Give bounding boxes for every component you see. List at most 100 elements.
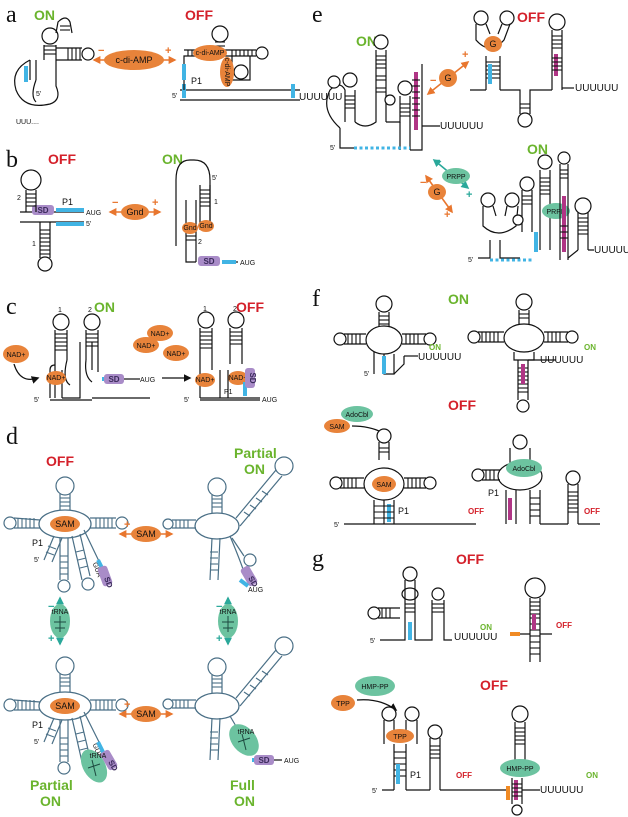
d-tr-aug: AUG — [248, 587, 263, 594]
c-off-aug: AUG — [262, 397, 277, 404]
b-off-sd-box — [32, 205, 54, 215]
e-prpp-ellipse — [442, 168, 470, 184]
b-bound-1: Gnd — [183, 225, 196, 232]
e-g-top-ellipse — [439, 69, 457, 87]
d-state-full-1: Full — [230, 777, 255, 793]
d-bl-trna: tRNA — [90, 753, 107, 760]
e-g-bottom-minus: − — [420, 177, 426, 189]
d-trna-right-minus: − — [216, 601, 222, 613]
panel-label-g: g — [312, 546, 324, 572]
e-g-exchange-top: G − + — [426, 49, 470, 95]
a-state-on: ON — [34, 7, 55, 23]
g-bottom-5prime: 5' — [372, 788, 377, 795]
c-on-stem2: 2 — [88, 307, 92, 314]
g-top-tail: UUUUUU — [454, 632, 497, 643]
d-state-full-2: ON — [234, 793, 255, 809]
g-bound-tpp-ellipse — [386, 729, 414, 743]
c-nad-free: NAD+ — [7, 352, 26, 359]
d-top-sam-ellipse — [131, 526, 161, 542]
d-tl-sd: SD — [102, 576, 114, 590]
a-on-structure: 5' UUU.... — [14, 17, 95, 126]
f-top-right-on-small: ON — [584, 343, 596, 352]
d-bl-gua: GUA — [91, 743, 103, 760]
f-bound-adocbl-ellipse — [506, 459, 542, 477]
d-state-partial-bottom-2: ON — [40, 793, 61, 809]
d-tl-sd-box — [97, 565, 113, 587]
a-off-structure: 5' UUUUUU P1 c-di-AMP c-di-AMP — [172, 25, 342, 103]
panel-label-f: f — [312, 286, 320, 312]
d-trna-left-exchange: tRNA − + — [48, 596, 70, 646]
g-bottom-tail: UUUUUU — [540, 785, 583, 796]
b-on-structure: 5' 1 2 Gnd Gnd SD AUG — [175, 159, 255, 267]
a-off-tail: UUUUUU — [299, 92, 342, 103]
e-off-g-ellipse — [484, 36, 502, 52]
c-nad-free-ellipse — [3, 345, 29, 363]
g-top-off-small: OFF — [556, 621, 572, 630]
g-hmp-free: HMP-PP — [361, 684, 389, 691]
e-g-bottom: G — [433, 187, 440, 197]
a-bound-2: c-di-AMP — [223, 58, 230, 87]
d-tl-sam-ellipse — [50, 516, 80, 532]
panel-label-d: d — [6, 424, 18, 450]
e-state-on-top: ON — [356, 33, 377, 49]
g-top-5prime: 5' — [370, 638, 375, 645]
d-state-partial-bottom-1: Partial — [30, 777, 73, 793]
panel-label-a: a — [6, 2, 17, 28]
d-bottom-sam-ellipse — [131, 706, 161, 722]
e-prpp: PRPP — [446, 174, 465, 181]
c-off-stem1: 1 — [203, 306, 207, 313]
c-on-bound: NAD+ — [47, 375, 66, 382]
c-nad-2-ellipse — [133, 337, 159, 353]
d-trna-right-plus: + — [216, 633, 222, 645]
d-state-off: OFF — [46, 453, 74, 469]
c-off-bound-1: NAD+ — [196, 377, 215, 384]
d-bottom-sam: SAM — [136, 709, 156, 719]
d-tr-sd-box — [240, 565, 258, 587]
b-off-sd: SD — [37, 206, 48, 215]
c-off-sd-box — [245, 368, 255, 388]
b-off-5prime: 5' — [86, 221, 91, 228]
f-top-structure: 5' UUUUUU ON UUUUUU ON — [333, 293, 596, 413]
d-bl-5prime: 5' — [34, 739, 39, 746]
d-state-partial-top-2: ON — [244, 461, 265, 477]
e-state-on-bottom: ON — [527, 141, 548, 157]
c-off-bound-1-ellipse — [195, 373, 215, 387]
panel-c: c ON OFF NAD+ 1 2 NAD+ 5' SD — [3, 294, 277, 404]
g-tpp-free: TPP — [336, 701, 350, 708]
f-sam-free: SAM — [329, 424, 344, 431]
e-g-prpp-exchange: PRPP G − + − + — [420, 155, 472, 221]
d-trna-left-minus: − — [48, 601, 54, 613]
e-bottom-5prime: 5' — [468, 257, 473, 264]
e-state-off: OFF — [517, 9, 545, 25]
a-on-tail: UUU.... — [16, 119, 39, 126]
panel-label-b: b — [6, 147, 18, 173]
g-tpp-free-ellipse — [331, 695, 355, 711]
d-bottom-plus: + — [124, 699, 130, 711]
d-state-partial-top-1: Partial — [234, 445, 277, 461]
g-bottom-structure: TPP P1 5' OFF HMP-PP UUUUUU ON — [372, 705, 598, 816]
f-state-on: ON — [448, 291, 469, 307]
panel-label-e: e — [312, 2, 323, 28]
g-bound-hmp: HMP-PP — [506, 766, 534, 773]
e-g-top-plus: + — [462, 49, 468, 61]
d-bl-p1: P1 — [32, 720, 43, 730]
f-bound-sam: SAM — [376, 482, 391, 489]
f-state-off: OFF — [448, 397, 476, 413]
f-bottom-off-small-2: OFF — [584, 507, 600, 516]
e-on-5prime: 5' — [330, 145, 335, 152]
d-bl-sam: SAM — [55, 701, 75, 711]
d-top-sam: SAM — [136, 529, 156, 539]
c-nad-3: NAD+ — [167, 351, 186, 358]
g-top-structure: 5' UUUUUU ON OFF — [367, 566, 572, 662]
e-on-structure: 5' UUUUUU — [326, 34, 483, 152]
panel-f: f ON OFF 5' UUUUUU ON — [312, 286, 600, 529]
g-hmp-free-ellipse — [355, 676, 395, 696]
e-prpp-minus: − — [434, 155, 440, 167]
e-off-tail: UUUUUU — [575, 83, 618, 94]
c-on-sd: SD — [108, 375, 119, 384]
b-bound-1-ellipse — [182, 222, 198, 234]
c-off-sd: SD — [248, 372, 257, 383]
b-state-on: ON — [162, 151, 183, 167]
e-g-bottom-ellipse — [428, 184, 446, 200]
